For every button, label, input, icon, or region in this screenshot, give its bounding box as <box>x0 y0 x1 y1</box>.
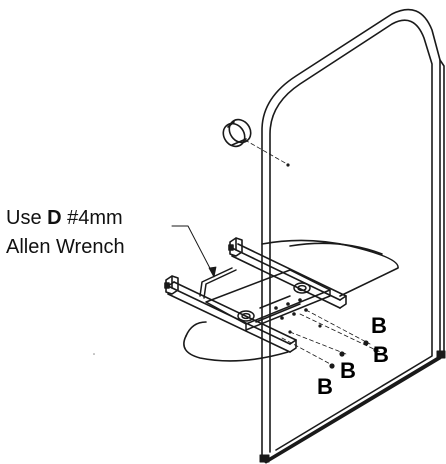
allen-wrench <box>199 267 237 299</box>
knob-cap <box>222 118 252 148</box>
bolts-b <box>329 340 379 369</box>
speck <box>93 353 95 355</box>
instruction-line-2: Allen Wrench <box>6 236 125 258</box>
instruction-prefix: Use <box>6 207 48 229</box>
part-label-b: B <box>340 358 356 383</box>
knob-hole-dot <box>286 163 290 167</box>
part-letter-d: D <box>47 207 62 229</box>
seat-bowl <box>183 239 399 362</box>
bracket-end-right <box>228 237 243 257</box>
panel-foot-right <box>436 350 446 359</box>
part-label-b: B <box>371 313 387 338</box>
instruction-size: #4mm <box>61 207 123 229</box>
back-panel <box>260 8 445 464</box>
callout-leader-line <box>171 225 215 277</box>
mounting-plate <box>205 269 331 331</box>
bolt-holes <box>274 298 322 334</box>
knob-leader-line <box>244 139 288 165</box>
bracket-end-left <box>164 275 179 295</box>
bolt-leader-lines <box>281 309 381 367</box>
part-label-b: B <box>317 374 333 399</box>
callout-leader-arrow <box>208 266 217 278</box>
part-label-b: B <box>373 342 389 367</box>
wrench-instruction: Use D #4mm Allen Wrench <box>6 204 125 262</box>
panel-foot-left <box>259 454 270 463</box>
bracket-rail-right <box>231 243 347 309</box>
instruction-line-1: Use D #4mm <box>6 204 125 233</box>
